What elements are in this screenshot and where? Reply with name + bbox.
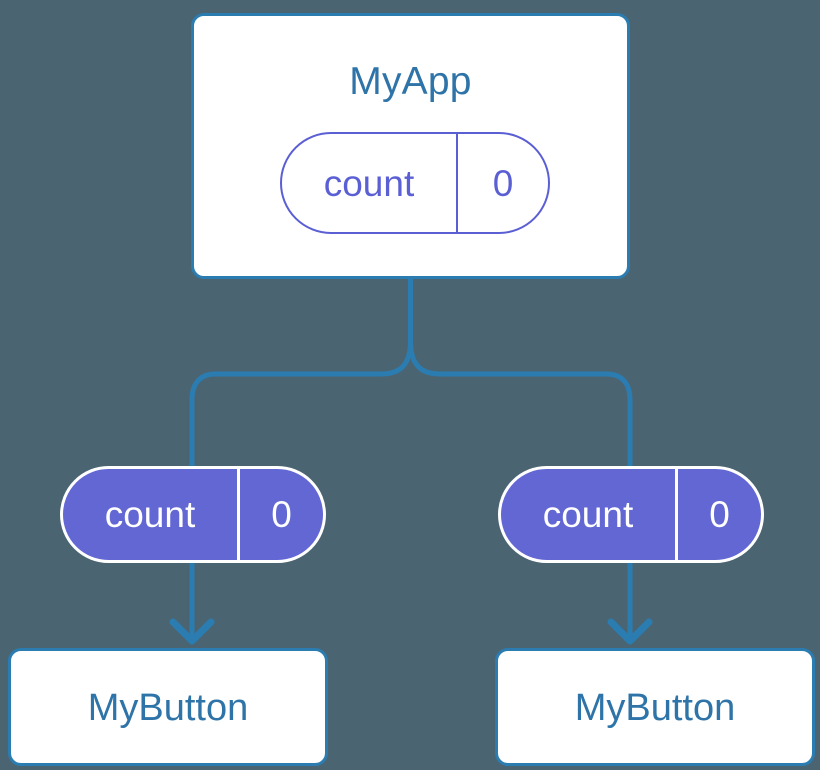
connector-branch-left: [189, 338, 413, 473]
component-title-mybutton-left: MyButton: [87, 687, 249, 729]
component-title-myapp: MyApp: [349, 60, 472, 103]
component-node-mybutton-left[interactable]: MyButton: [8, 648, 328, 766]
component-node-myapp[interactable]: MyApp count 0: [191, 13, 630, 279]
component-node-mybutton-right[interactable]: MyButton: [495, 648, 815, 766]
component-title-mybutton-right: MyButton: [574, 687, 736, 729]
state-pill-key: count: [323, 162, 415, 204]
state-pill-value: 0: [456, 134, 548, 232]
state-pill-count[interactable]: count 0: [280, 132, 550, 234]
props-pill-left-value: 0: [237, 469, 323, 560]
props-pill-right[interactable]: count 0: [498, 466, 764, 563]
arrow-head-left-icon: [169, 618, 215, 645]
arrow-head-right-icon: [607, 618, 653, 645]
props-pill-left[interactable]: count 0: [60, 466, 326, 563]
props-pill-right-key: count: [542, 494, 634, 535]
props-pill-right-value: 0: [675, 469, 761, 560]
connector-branch-right: [408, 338, 633, 473]
props-pill-left-key: count: [104, 494, 196, 535]
